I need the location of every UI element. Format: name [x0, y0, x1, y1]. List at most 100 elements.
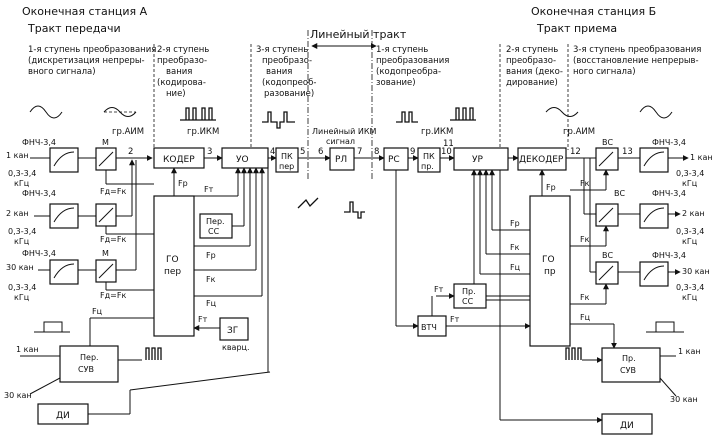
line-code-icon: [344, 201, 365, 219]
svg-text:ГО: ГО: [166, 255, 179, 265]
mod-label: М: [102, 249, 109, 258]
line-code-icon: [396, 111, 418, 123]
suv-rx-ch30: 30 кан: [670, 395, 698, 404]
svg-text:УО: УО: [236, 155, 249, 165]
svg-text:(кодирова-: (кодирова-: [157, 78, 206, 88]
fd-label: Fд=Fк: [100, 187, 126, 196]
kvarc-label: кварц.: [222, 343, 250, 352]
tx-band-unit: кГц: [14, 179, 30, 188]
aim-wave-icon: [545, 107, 579, 117]
svg-text:0,3-3,4: 0,3-3,4: [676, 227, 704, 236]
suv-tx-ch30: 30 кан: [4, 391, 32, 400]
per-suv-block: [59, 345, 119, 383]
signal-aim-b: гр.АИМ: [563, 127, 595, 137]
fk-label: Fк: [580, 179, 590, 188]
tx-ch1-label: 1 кан: [6, 151, 29, 160]
station-a-title: Оконечная станция А: [22, 5, 148, 18]
svg-text:ВТЧ: ВТЧ: [421, 323, 437, 332]
lpf-label: ФНЧ-3,4: [22, 249, 56, 258]
stage-a2: 2-я ступень преобразо- вания (кодирова- …: [157, 45, 209, 99]
fk-label: Fк: [206, 275, 216, 284]
svg-text:Пер.: Пер.: [206, 217, 225, 226]
signal-ikm-b: гр.ИКМ: [421, 127, 453, 137]
svg-text:преобразо-: преобразо-: [262, 56, 312, 66]
fr-label: Fр: [510, 219, 520, 228]
svg-text:13: 13: [622, 147, 633, 157]
rx-ch1-label: 1 кан: [690, 153, 713, 162]
go-rx-block: [529, 195, 571, 347]
svg-text:СУВ: СУВ: [620, 366, 636, 375]
svg-text:(восстановление непрерыв-: (восстановление непрерыв-: [573, 56, 699, 66]
svg-text:кГц: кГц: [682, 179, 698, 188]
ikm-pulses-icon: [180, 107, 216, 121]
stage-b1: 1-я ступень преобразования (кодопреобра-…: [376, 45, 449, 88]
svg-text:РЛ: РЛ: [335, 155, 347, 165]
go-tx-block: [153, 195, 195, 337]
suv-tx-ch1: 1 кан: [16, 345, 39, 354]
fc-label: Fц: [92, 307, 103, 316]
fc-label: Fц: [510, 263, 521, 272]
svg-text:3-я ступень: 3-я ступень: [256, 45, 308, 55]
tx-ch30-label: 30 кан: [6, 263, 34, 272]
svg-text:вного сигнала): вного сигнала): [28, 67, 96, 77]
svg-text:ние): ние): [166, 89, 186, 99]
per-ss-block: [199, 213, 233, 239]
fr-label: Fр: [178, 179, 188, 188]
fd-label: Fд=Fк: [100, 291, 126, 300]
fc-label: Fц: [206, 299, 217, 308]
svg-text:3: 3: [207, 147, 212, 157]
svg-text:(дискретизация непреры-: (дискретизация непреры-: [28, 56, 145, 66]
svg-text:ДИ: ДИ: [620, 421, 634, 431]
vs-label: ВС: [602, 251, 613, 260]
svg-text:0,3-3,4: 0,3-3,4: [676, 169, 704, 178]
svg-text:2-я ступень: 2-я ступень: [506, 45, 558, 55]
svg-text:ДИ: ДИ: [56, 411, 70, 421]
pr-suv-block: [601, 347, 661, 383]
svg-text:СУВ: СУВ: [78, 365, 94, 374]
pk-tx-block: [275, 147, 299, 173]
pr-ss-block: [453, 283, 487, 309]
svg-text:(кодопреоб-: (кодопреоб-: [262, 78, 316, 88]
lpf-label: ФНЧ-3,4: [652, 251, 686, 260]
svg-text:ГО: ГО: [542, 255, 555, 265]
rx-ch30-label: 30 кан: [682, 267, 710, 276]
fr-label: Fр: [206, 251, 216, 260]
suv-pulses-icon: [565, 347, 582, 360]
svg-text:12: 12: [570, 147, 581, 157]
svg-text:пр.: пр.: [421, 162, 434, 171]
svg-text:6: 6: [318, 147, 323, 157]
svg-text:Пер.: Пер.: [80, 353, 99, 362]
svg-text:СС: СС: [462, 297, 474, 306]
station-b-title: Оконечная станция Б: [531, 5, 656, 18]
tx-ch2-label: 2 кан: [6, 209, 29, 218]
fk-label: Fк: [580, 293, 590, 302]
svg-text:2-я ступень: 2-я ступень: [157, 45, 209, 55]
svg-text:10: 10: [441, 147, 452, 157]
svg-text:9: 9: [410, 147, 415, 157]
analog-wave-icon: [639, 105, 673, 119]
vs-label: ВС: [614, 189, 625, 198]
svg-text:3-я ступень преобразования: 3-я ступень преобразования: [573, 45, 701, 55]
svg-text:кГц: кГц: [682, 237, 698, 246]
signal-aim-a: гр.АИМ: [112, 127, 144, 137]
svg-text:РС: РС: [388, 155, 400, 165]
svg-text:0,3-3,4: 0,3-3,4: [8, 227, 36, 236]
fc-label: Fц: [580, 313, 591, 322]
ft-label: Fт: [204, 185, 214, 194]
line-signal-label-2: сигнал: [326, 137, 355, 146]
svg-text:0,3-3,4: 0,3-3,4: [676, 283, 704, 292]
svg-text:кГц: кГц: [14, 237, 30, 246]
rx-vs-1: [595, 147, 619, 171]
svg-text:1-я ступень преобразования: 1-я ступень преобразования: [28, 45, 156, 55]
svg-text:ПК: ПК: [281, 152, 293, 161]
rx-vs-30: [595, 261, 619, 285]
stage-a3: 3-я ступень преобразо- вания (кодопреоб-…: [256, 45, 316, 99]
svg-text:пер: пер: [164, 267, 181, 277]
stage-b2: 2-я ступень преобразо- вания (деко- диро…: [506, 45, 563, 88]
svg-text:1-я ступень: 1-я ступень: [376, 45, 428, 55]
suv-pulse-icon: [43, 321, 63, 333]
svg-text:5: 5: [300, 147, 305, 157]
svg-text:вания: вания: [266, 67, 292, 77]
svg-text:разование): разование): [264, 89, 314, 99]
bipolar-pulses-icon: [262, 111, 295, 129]
